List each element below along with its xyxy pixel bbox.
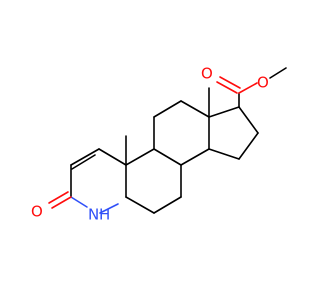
bond [180,148,210,166]
bond [153,100,182,118]
bond [125,148,155,166]
bond [238,82,258,94]
bond [238,132,259,160]
ring-c [153,100,210,166]
ring-a-lactam [70,148,127,214]
bond [70,148,100,166]
bond [99,203,119,214]
bond-double [219,76,241,89]
bond-double [216,81,238,94]
bond [208,106,240,118]
bond [208,148,240,160]
bond [125,196,155,214]
ester-ether-oxygen-label: O [257,74,269,92]
ring-b [125,148,182,214]
ring-d [208,106,259,160]
molecule-structure: O N H O O [31,65,287,224]
bond-double [48,191,69,204]
bond-double-inner [71,154,96,170]
bond [238,106,259,134]
methyl-groups [125,87,210,166]
amide-hydrogen-label: H [99,206,110,224]
bond-double [51,196,72,209]
bond [269,67,287,79]
bond [70,196,88,208]
bond [153,148,182,166]
methyl-ester [216,67,287,108]
ester-carbonyl-oxygen-label: O [201,65,213,83]
lactam-oxygen-label: O [31,203,43,221]
bond [153,196,182,214]
amide-nitrogen-label: N [88,206,99,224]
bond [98,148,127,166]
bond [180,100,210,118]
lactam-carbonyl [48,191,72,209]
